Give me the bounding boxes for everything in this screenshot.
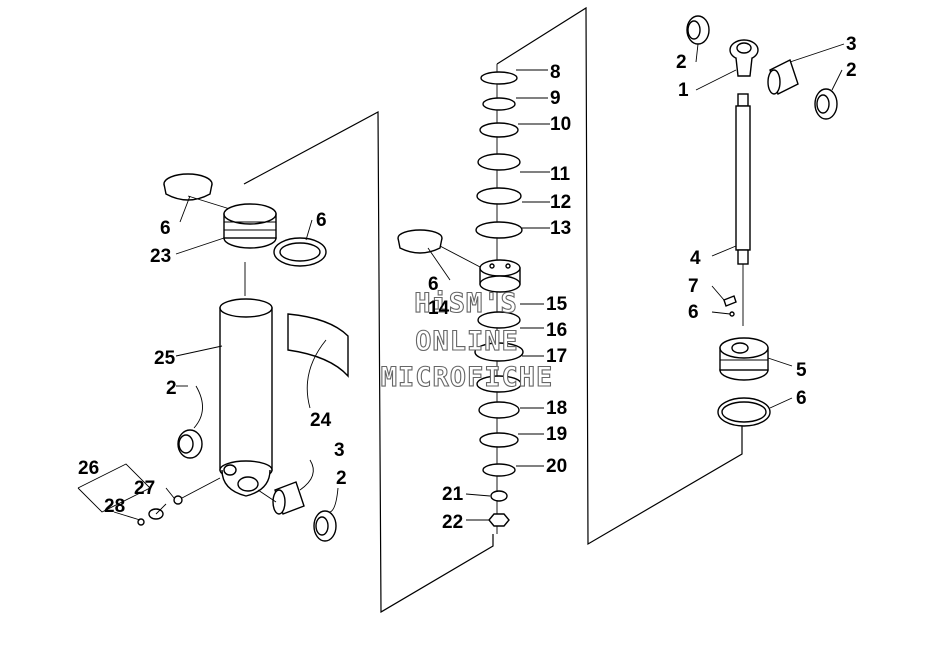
kit-bracket [77, 463, 151, 513]
spacer-sleeve-bottom [272, 481, 305, 515]
o-ring-left [273, 237, 327, 267]
callout-25: 25 [154, 348, 176, 369]
callout-6: 6 [688, 302, 699, 323]
jam-nut [488, 513, 510, 527]
bushing-top-right [814, 88, 838, 120]
piston-seal-assembly [223, 203, 277, 249]
svg-text:MICROFICHE: MICROFICHE [381, 362, 554, 393]
callout-3: 3 [334, 440, 345, 461]
callout-26: 26 [78, 458, 99, 479]
callout-3: 3 [846, 34, 857, 55]
callout-13: 13 [550, 218, 571, 239]
shim-stack-lower [474, 311, 524, 477]
washer-small [490, 490, 508, 502]
callout-9: 9 [550, 88, 561, 109]
callout-12: 12 [550, 192, 571, 213]
callout-11: 11 [550, 164, 571, 185]
watermark: HiSM'S ONLINE MICROFICHE [380, 287, 554, 393]
rod-eyelet [729, 39, 759, 77]
callout-2: 2 [336, 468, 347, 489]
leader-lines [113, 43, 845, 521]
callout-10: 10 [550, 114, 571, 135]
left-panel-frame [243, 110, 494, 614]
callout-5: 5 [796, 360, 807, 381]
callout-27: 27 [134, 478, 155, 499]
callout-1: 1 [678, 80, 689, 101]
bushing-top-left [686, 15, 710, 45]
callout-15: 15 [546, 294, 568, 315]
spacer-sleeve-top [767, 59, 799, 95]
middle-panel-frame [496, 6, 743, 546]
bushing-bottom [313, 510, 337, 542]
callout-7: 7 [688, 276, 699, 297]
callout-6: 6 [160, 218, 171, 239]
callout-2: 2 [676, 52, 687, 73]
piston-ring-middle [397, 229, 443, 254]
callout-16: 16 [546, 320, 567, 341]
bearing-cap [719, 337, 769, 381]
shim-stack [475, 71, 523, 239]
callout-14: 14 [428, 298, 450, 319]
svg-text:ONLINE: ONLINE [415, 326, 519, 357]
callout-23: 23 [150, 246, 171, 267]
callout-labels: 1 2 2 2 2 3 3 4 5 6 6 6 6 6 7 8 9 10 11 … [78, 34, 857, 533]
callout-18: 18 [546, 398, 567, 419]
heat-shield-sleeve [287, 313, 349, 378]
callout-2: 2 [846, 60, 857, 81]
piston-rod [735, 93, 751, 265]
bushing-left-body [177, 429, 203, 459]
svg-text:HiSM'S: HiSM'S [414, 288, 518, 319]
o-ring-right [717, 397, 771, 427]
valve-core-parts [137, 495, 183, 526]
callout-6: 6 [316, 210, 327, 231]
callout-8: 8 [550, 62, 561, 83]
shock-body-cylinder [219, 298, 273, 497]
seal-ring-top-left [163, 173, 213, 201]
callout-2: 2 [166, 378, 177, 399]
callout-6: 6 [428, 274, 439, 295]
callout-24: 24 [310, 410, 332, 431]
callout-21: 21 [442, 484, 464, 505]
callout-19: 19 [546, 424, 567, 445]
callout-28: 28 [104, 496, 125, 517]
piston [479, 259, 521, 293]
callout-6: 6 [796, 388, 807, 409]
callout-17: 17 [546, 346, 567, 367]
callout-4: 4 [690, 248, 701, 269]
callout-20: 20 [546, 456, 567, 477]
callout-22: 22 [442, 512, 463, 533]
bleed-screw [723, 295, 737, 317]
